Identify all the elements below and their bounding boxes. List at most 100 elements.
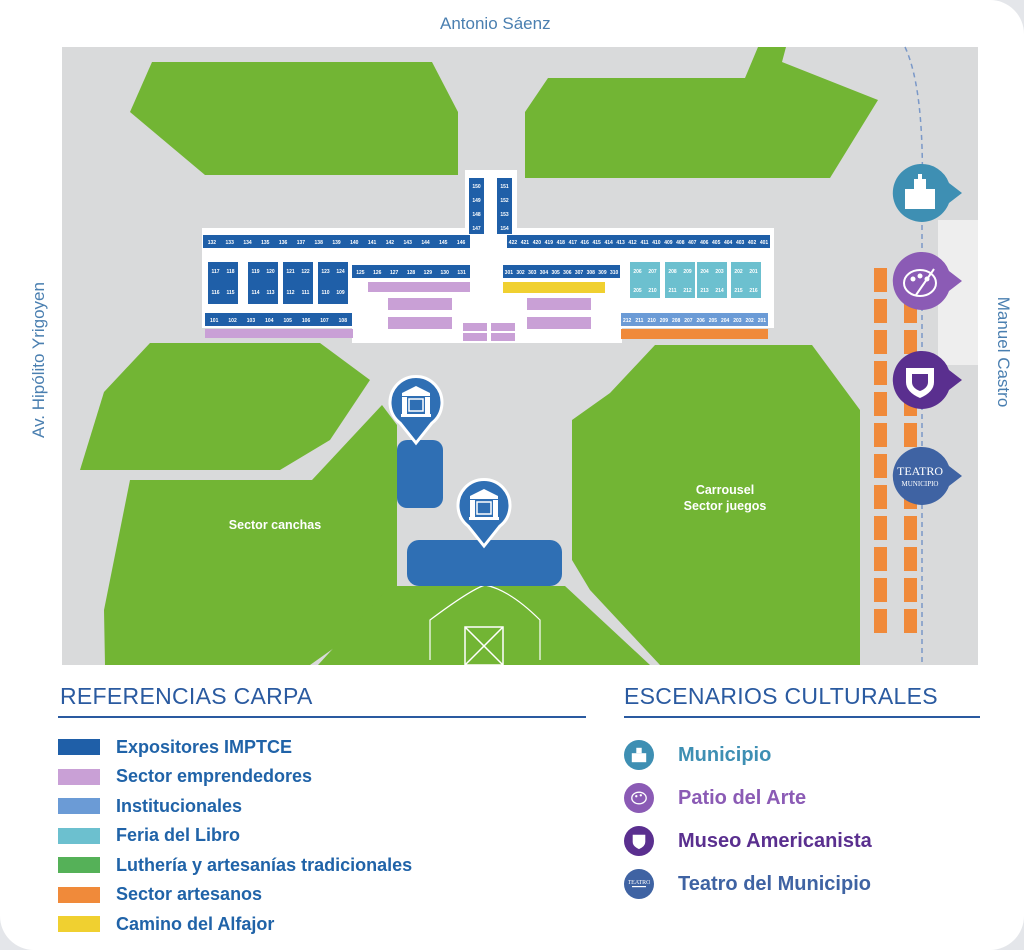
- stand-number: 303: [528, 270, 537, 276]
- grass-block-top-left: [130, 62, 458, 175]
- grass-block-canchas: [104, 405, 397, 665]
- legend-item: Sector emprendedores: [58, 766, 312, 788]
- artesano-stand[interactable]: [874, 485, 887, 509]
- legend-swatch: [58, 798, 100, 814]
- stand-feria[interactable]: [697, 262, 727, 298]
- stand-number: 202: [734, 269, 743, 275]
- stand-row-institucionales[interactable]: [503, 265, 620, 278]
- stage-item[interactable]: Municipio: [624, 740, 771, 770]
- stand-number: 137: [297, 240, 306, 246]
- stand-number: 421: [521, 240, 530, 246]
- artesano-stand[interactable]: [874, 299, 887, 323]
- stand-block[interactable]: [248, 262, 278, 304]
- stand-number: 413: [616, 240, 625, 246]
- stages-divider: [624, 716, 980, 718]
- stand-number: 104: [265, 318, 274, 324]
- artesano-stand[interactable]: [904, 547, 917, 571]
- legend-label: Camino del Alfajor: [116, 913, 275, 934]
- stand-feria[interactable]: [731, 262, 761, 298]
- stand-number: 123: [321, 269, 330, 275]
- stand-number: 310: [610, 270, 619, 276]
- stand-number: 143: [404, 240, 413, 246]
- stand-number: 103: [247, 318, 256, 324]
- stand-number: 131: [457, 270, 466, 276]
- artesano-stand[interactable]: [904, 423, 917, 447]
- stand-number: 308: [587, 270, 596, 276]
- stand-row-top-left[interactable]: [203, 235, 470, 248]
- stage-label: Museo Americanista: [678, 829, 872, 852]
- stand-number: 114: [251, 290, 259, 296]
- stand-number: 309: [598, 270, 607, 276]
- stand-row-bottom-left[interactable]: [205, 313, 352, 326]
- stand-number: 140: [350, 240, 359, 246]
- stage-icon: [401, 386, 431, 417]
- stand-number: 212: [683, 288, 692, 294]
- patio-del-arte-pin[interactable]: [892, 251, 962, 310]
- artesano-stand[interactable]: [874, 361, 887, 385]
- artesano-stand[interactable]: [874, 609, 887, 633]
- stand-number: 404: [724, 240, 733, 246]
- artesano-stand[interactable]: [874, 454, 887, 478]
- stand-number: 204: [700, 269, 709, 275]
- artesano-stand[interactable]: [874, 268, 887, 292]
- municipio-pin[interactable]: [892, 163, 962, 222]
- artesano-stand[interactable]: [874, 423, 887, 447]
- stand-number: 111: [302, 290, 310, 296]
- legend-label: Luthería y artesanías tradicionales: [116, 854, 413, 875]
- teatro-pin[interactable]: TEATRO MUNICIPIO: [892, 446, 962, 505]
- artesano-stand[interactable]: [904, 330, 917, 354]
- stand-number: 422: [509, 240, 518, 246]
- artesano-stand[interactable]: [874, 392, 887, 416]
- stand-number: 125: [356, 270, 365, 276]
- stand-number: 414: [604, 240, 613, 246]
- artesano-stand[interactable]: [874, 516, 887, 540]
- stand-feria[interactable]: [630, 262, 660, 298]
- legend-title: REFERENCIAS CARPA: [60, 683, 313, 709]
- stand-number: 415: [592, 240, 601, 246]
- stand-number: 208: [672, 318, 681, 324]
- stage-item[interactable]: Patio del Arte: [624, 783, 806, 813]
- museo-pin[interactable]: [892, 350, 962, 409]
- stand-number: 417: [569, 240, 578, 246]
- stage-1-pin[interactable]: [388, 375, 444, 446]
- stand-number: 203: [733, 318, 742, 324]
- stand-row-mid[interactable]: [352, 265, 470, 278]
- artesano-stand[interactable]: [904, 578, 917, 602]
- stand-block[interactable]: [283, 262, 313, 304]
- artesano-stand[interactable]: [874, 547, 887, 571]
- stand-number: 101: [210, 318, 219, 324]
- artesano-stand[interactable]: [904, 609, 917, 633]
- stand-number: 301: [505, 270, 514, 276]
- stand-stem[interactable]: [469, 178, 484, 234]
- artesano-stand[interactable]: [874, 578, 887, 602]
- artesano-stand[interactable]: [904, 516, 917, 540]
- stand-feria[interactable]: [665, 262, 695, 298]
- stage-2-area: [407, 540, 562, 586]
- stage-item[interactable]: Museo Americanista: [624, 826, 872, 856]
- stand-number: 211: [668, 288, 676, 294]
- legend-swatch: [58, 857, 100, 873]
- artesano-stand[interactable]: [874, 330, 887, 354]
- stand-number: 412: [628, 240, 637, 246]
- stand-number: 105: [284, 318, 293, 324]
- stand-number: 210: [647, 318, 656, 324]
- stand-number: 420: [533, 240, 542, 246]
- stand-number: 405: [712, 240, 721, 246]
- stand-number: 139: [332, 240, 341, 246]
- legend-item: Sector artesanos: [58, 884, 262, 906]
- stand-row-top-right[interactable]: [507, 235, 770, 248]
- stand-stem[interactable]: [497, 178, 512, 234]
- stand-number: 102: [228, 318, 237, 324]
- stand-block[interactable]: [208, 262, 238, 304]
- field-box: [464, 626, 504, 666]
- stand-block[interactable]: [318, 262, 348, 304]
- artesanos-strip: [621, 329, 768, 339]
- stand-row-bottom-right[interactable]: [621, 313, 768, 326]
- stand-number: 206: [633, 269, 642, 275]
- stage-2-pin[interactable]: [456, 478, 512, 549]
